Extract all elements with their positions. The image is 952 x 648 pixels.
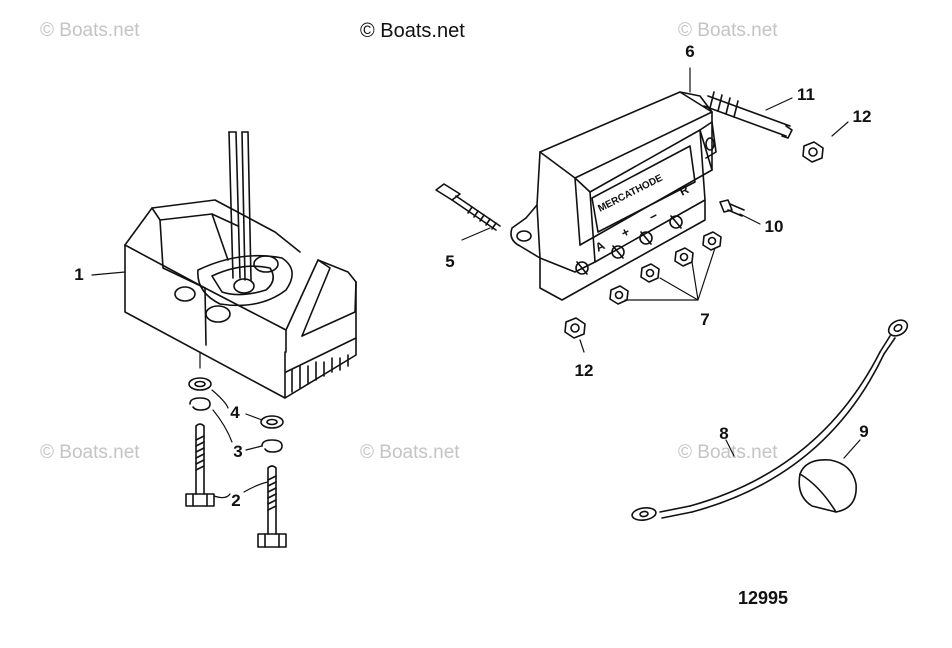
hex-nut-upper bbox=[802, 141, 824, 163]
hex-nut-lower bbox=[564, 317, 586, 339]
small-screw bbox=[719, 199, 745, 217]
terminal-mark-minus: − bbox=[647, 208, 661, 225]
watermark-top-center: © Boats.net bbox=[360, 20, 465, 42]
terminal-stud bbox=[703, 91, 793, 139]
callout-2: 2 bbox=[231, 491, 241, 510]
mercathode-controller bbox=[510, 91, 717, 301]
callout-10: 10 bbox=[764, 217, 784, 236]
terminal-mark-plus: + bbox=[619, 224, 633, 241]
callout-7: 7 bbox=[700, 310, 710, 329]
callout-12-lower: 12 bbox=[574, 361, 594, 380]
watermark-top-right: © Boats.net bbox=[678, 20, 778, 41]
callout-3: 3 bbox=[233, 442, 243, 461]
watermark-mid-left: © Boats.net bbox=[40, 442, 140, 463]
watermark-top-left: © Boats.net bbox=[40, 20, 140, 41]
callout-11: 11 bbox=[797, 85, 815, 104]
callout-5: 5 bbox=[445, 252, 455, 271]
leader-lines bbox=[91, 67, 861, 499]
controller-screw bbox=[435, 183, 501, 231]
callout-6: 6 bbox=[685, 42, 695, 61]
callout-12-upper: 12 bbox=[852, 107, 872, 126]
anode-housing-bracket bbox=[124, 131, 357, 399]
mounting-hardware-right bbox=[257, 415, 287, 548]
callout-8: 8 bbox=[719, 424, 729, 443]
mercathode-brand-label: MERCATHODE bbox=[596, 173, 664, 215]
protective-cap bbox=[798, 458, 857, 513]
drawing-reference-number: 12995 bbox=[738, 588, 789, 608]
ground-wire bbox=[631, 319, 909, 521]
watermark-mid-center: © Boats.net bbox=[360, 442, 460, 463]
watermark-mid-right: © Boats.net bbox=[678, 442, 778, 463]
mounting-hardware-left bbox=[185, 377, 215, 507]
callout-4: 4 bbox=[230, 403, 240, 422]
callout-1: 1 bbox=[74, 265, 84, 284]
callout-9: 9 bbox=[859, 422, 869, 441]
terminal-mark-a: A bbox=[593, 238, 607, 255]
